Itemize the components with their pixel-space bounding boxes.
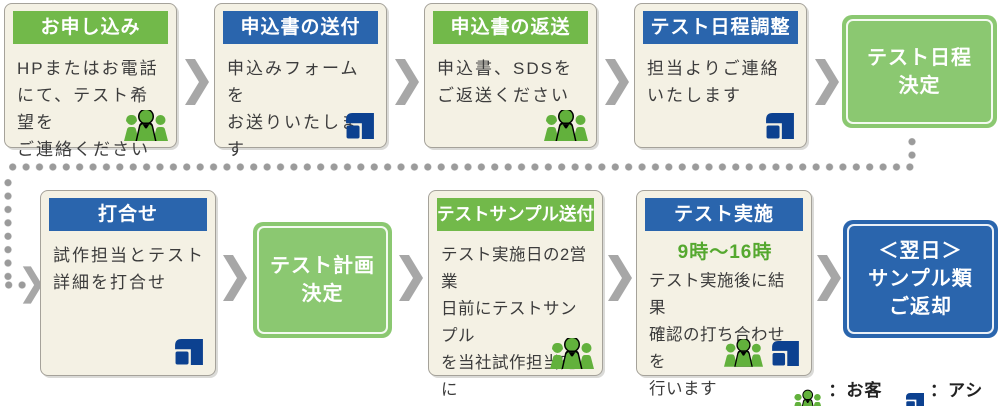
customer-people-icon xyxy=(793,389,823,406)
dotted-connector xyxy=(6,161,916,173)
step-header: お申し込み xyxy=(13,11,168,44)
step-header: 申込書の返送 xyxy=(433,11,588,44)
step-body: 9時〜16時 テスト実施後に結果 確認の打ち合わせを 行います xyxy=(637,231,811,403)
legend-company-label: ：アシザワ xyxy=(929,381,984,400)
step-send-form: 申込書の送付 申込みフォームを お送りいたします xyxy=(214,3,387,159)
dotted-connector xyxy=(2,176,14,282)
dotted-connector xyxy=(906,135,918,163)
chevron-right-icon xyxy=(605,59,629,105)
result-schedule-decided: テスト日程 決定 xyxy=(842,15,997,128)
chevron-right-icon xyxy=(185,59,209,105)
customer-people-icon xyxy=(124,110,168,141)
step-test-execution: テスト実施 9時〜16時 テスト実施後に結果 確認の打ち合わせを 行います xyxy=(636,190,812,398)
step-body: 申込書、SDSを ご返送ください xyxy=(437,59,573,105)
result-plan-decided: テスト計画 決定 xyxy=(253,222,392,338)
step-header: 打合せ xyxy=(49,198,207,231)
step-header: テストサンプル送付 xyxy=(437,198,594,231)
step-application: お申し込み HPまたはお電話 にて、テスト希望を ご連絡ください xyxy=(4,3,177,159)
step-body: 担当よりご連絡 いたします xyxy=(647,59,780,105)
ashizawa-logo-icon xyxy=(175,339,203,365)
legend: ：お客様 ：アシザワ xyxy=(793,376,1001,406)
ashizawa-logo-icon xyxy=(772,341,799,366)
step-body: 試作担当とテスト 詳細を打合せ xyxy=(53,246,205,292)
customer-people-icon xyxy=(544,110,588,141)
step-header: テスト日程調整 xyxy=(643,11,798,44)
ashizawa-logo-icon xyxy=(905,392,924,406)
chevron-right-icon xyxy=(815,59,839,105)
chevron-right-icon xyxy=(223,255,247,301)
test-time: 9時〜16時 xyxy=(677,242,773,263)
step-return-form: 申込書の返送 申込書、SDSを ご返送ください xyxy=(424,3,597,148)
dotted-connector xyxy=(2,279,27,291)
legend-customer-label: ：お客様 xyxy=(828,381,883,400)
step-send-sample: テストサンプル送付 テスト実施日の2営業 日前にテストサンプル を当社試作担当宛… xyxy=(428,190,603,399)
chevron-right-icon xyxy=(399,255,423,301)
result-sample-return: ＜翌日＞ サンプル類 ご返却 xyxy=(843,220,998,338)
chevron-right-icon xyxy=(608,255,632,301)
step-schedule-adjust: テスト日程調整 担当よりご連絡 いたします xyxy=(634,3,807,148)
step-body: HPまたはお電話 にて、テスト希望を ご連絡ください xyxy=(17,59,159,159)
ashizawa-logo-icon xyxy=(766,113,794,139)
chevron-right-icon xyxy=(817,255,841,301)
step-body: テスト実施日の2営業 日前にテストサンプル を当社試作担当宛に 送付ください xyxy=(441,246,587,399)
ashizawa-logo-icon xyxy=(346,113,374,139)
step-header: 申込書の送付 xyxy=(223,11,378,44)
step-body: 申込みフォームを お送りいたします xyxy=(227,59,360,159)
customer-people-icon xyxy=(550,338,594,369)
step-header: テスト実施 xyxy=(645,198,803,231)
step-meeting: 打合せ 試作担当とテスト 詳細を打合せ xyxy=(40,190,216,376)
chevron-right-icon xyxy=(395,59,419,105)
customer-people-icon xyxy=(724,339,763,367)
